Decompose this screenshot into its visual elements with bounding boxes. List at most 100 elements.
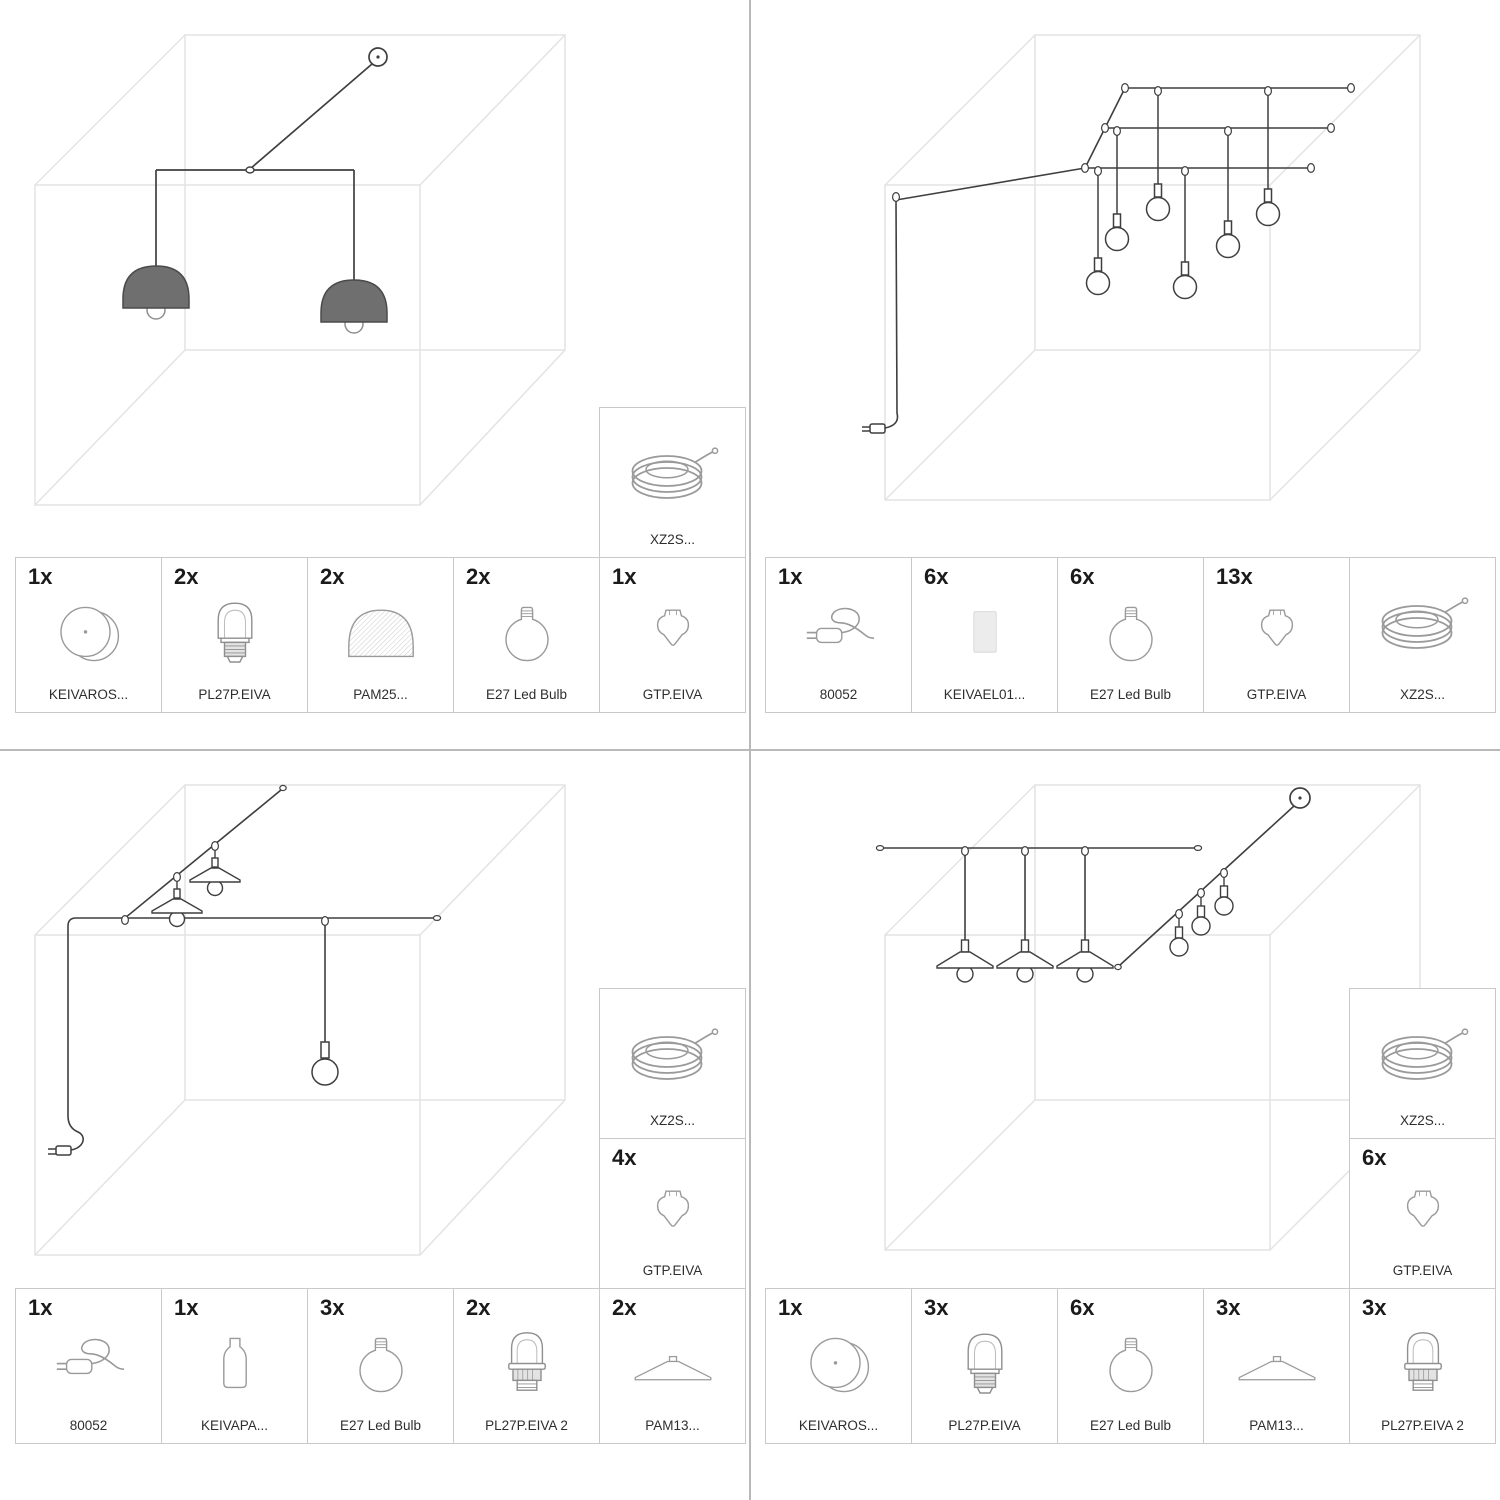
part-qty: 1x	[28, 564, 53, 589]
part-code: GTP.EIVA	[1246, 687, 1307, 702]
led-bulb-icon	[339, 1323, 423, 1407]
wall-fairlead-icon	[943, 592, 1027, 676]
part-qty: 2x	[174, 564, 199, 589]
flat-lampshade-icon	[1227, 1323, 1327, 1407]
cable-gland-icon	[1235, 592, 1319, 676]
parts-cell: 1x KEIVAPA...	[161, 1288, 308, 1444]
part-qty: 13x	[1216, 564, 1253, 589]
parts-cell: 3x PL27P.EIVA 2	[1349, 1288, 1496, 1444]
part-qty: 2x	[320, 564, 345, 589]
part-qty: 1x	[174, 1295, 199, 1320]
led-bulb-icon	[1089, 1323, 1173, 1407]
part-code: PAM13...	[645, 1418, 700, 1433]
horizontal-divider	[0, 749, 1500, 751]
parts-cell: 1x 80052	[765, 557, 912, 713]
ceiling-rose-icon	[47, 592, 131, 676]
parts-cell: 3x E27 Led Bulb	[307, 1288, 454, 1444]
parts-cell: 6x KEIVAEL01...	[911, 557, 1058, 713]
room-diagram-string-grid	[862, 34, 1421, 501]
room-diagram-two-dome-pendants	[34, 34, 566, 506]
room-diagram-mixed-pendants	[34, 784, 566, 1256]
part-qty: 6x	[1070, 564, 1095, 589]
part-qty: 1x	[612, 564, 637, 589]
parts-cell: 6x E27 Led Bulb	[1057, 1288, 1204, 1444]
part-code: KEIVAROS...	[48, 687, 129, 702]
power-plug-icon	[797, 592, 881, 676]
cable-coil-icon	[615, 1013, 731, 1103]
parts-cell: 2x E27 Led Bulb	[453, 557, 600, 713]
parts-cell: 1x GTP.EIVA	[599, 557, 746, 713]
part-qty: 2x	[466, 564, 491, 589]
part-code: E27 Led Bulb	[485, 687, 568, 702]
parts-cell: 1x 80052	[15, 1288, 162, 1444]
dome-lampshade-icon	[335, 592, 427, 676]
parts-cell: 6x E27 Led Bulb	[1057, 557, 1204, 713]
part-code: PAM13...	[1249, 1418, 1304, 1433]
room-diagram-shade-row	[875, 784, 1421, 1251]
part-code: GTP.EIVA	[642, 687, 703, 702]
part-code: 80052	[69, 1418, 108, 1433]
parts-cell: 2x PL27P.EIVA 2	[453, 1288, 600, 1444]
part-code: E27 Led Bulb	[339, 1418, 422, 1433]
flat-lampshade-icon	[623, 1323, 723, 1407]
part-code: E27 Led Bulb	[1089, 687, 1172, 702]
cable-coil-icon	[1365, 1013, 1481, 1103]
part-code: GTP.EIVA	[642, 1263, 703, 1278]
cable-coil-icon	[1365, 582, 1481, 672]
part-qty: 6x	[1362, 1145, 1387, 1170]
cable-gland-icon	[631, 1173, 715, 1257]
parts-cell: 4x GTP.EIVA	[599, 1138, 746, 1289]
cable-gland-icon	[1381, 1173, 1465, 1257]
part-code: PL27P.EIVA 2	[485, 1418, 568, 1433]
part-qty: 3x	[1362, 1295, 1387, 1320]
part-code: KEIVAPA...	[200, 1418, 269, 1433]
part-qty: 4x	[612, 1145, 637, 1170]
part-code: PL27P.EIVA	[948, 1418, 1021, 1433]
lamp-holder-ring-icon	[1381, 1323, 1465, 1407]
cable-gland-icon	[631, 592, 715, 676]
part-code: E27 Led Bulb	[1089, 1418, 1172, 1433]
ceiling-rose-icon	[797, 1323, 881, 1407]
part-code: XZ2S...	[1399, 687, 1445, 702]
part-code: KEIVAEL01...	[943, 687, 1026, 702]
part-qty: 2x	[612, 1295, 637, 1320]
part-qty: 3x	[924, 1295, 949, 1320]
part-qty: 1x	[28, 1295, 53, 1320]
part-qty: 1x	[778, 564, 803, 589]
parts-cell: 3x PAM13...	[1203, 1288, 1350, 1444]
parts-cell: 1x KEIVAROS...	[765, 1288, 912, 1444]
part-qty: 2x	[466, 1295, 491, 1320]
parts-cell: 2x PAM13...	[599, 1288, 746, 1444]
parts-cell: 2x PL27P.EIVA	[161, 557, 308, 713]
parts-cell: 13x GTP.EIVA	[1203, 557, 1350, 713]
part-qty: 6x	[924, 564, 949, 589]
parts-cell: XZ2S...	[1349, 988, 1496, 1139]
part-code: XZ2S...	[1399, 1113, 1445, 1128]
parts-cell: 3x PL27P.EIVA	[911, 1288, 1058, 1444]
led-bulb-icon	[1089, 592, 1173, 676]
cable-coil-icon	[615, 432, 731, 522]
lamp-holder-icon	[943, 1323, 1027, 1407]
part-code: 80052	[819, 687, 858, 702]
parts-cell: XZ2S...	[599, 988, 746, 1139]
ceiling-pass-icon	[193, 1323, 277, 1407]
parts-cell: 2x PAM25...	[307, 557, 454, 713]
part-qty: 6x	[1070, 1295, 1095, 1320]
parts-cell: XZ2S...	[1349, 557, 1496, 713]
led-bulb-icon	[485, 592, 569, 676]
part-qty: 3x	[1216, 1295, 1241, 1320]
part-code: PL27P.EIVA	[198, 687, 271, 702]
lamp-holder-ring-icon	[485, 1323, 569, 1407]
parts-cell: 1x KEIVAROS...	[15, 557, 162, 713]
part-code: PL27P.EIVA 2	[1381, 1418, 1464, 1433]
power-plug-icon	[47, 1323, 131, 1407]
parts-cell: XZ2S...	[599, 407, 746, 558]
lamp-holder-icon	[193, 592, 277, 676]
part-code: XZ2S...	[649, 1113, 695, 1128]
part-code: KEIVAROS...	[798, 1418, 879, 1433]
parts-cell: 6x GTP.EIVA	[1349, 1138, 1496, 1289]
part-qty: 3x	[320, 1295, 345, 1320]
part-code: XZ2S...	[649, 532, 695, 547]
part-code: PAM25...	[353, 687, 408, 702]
